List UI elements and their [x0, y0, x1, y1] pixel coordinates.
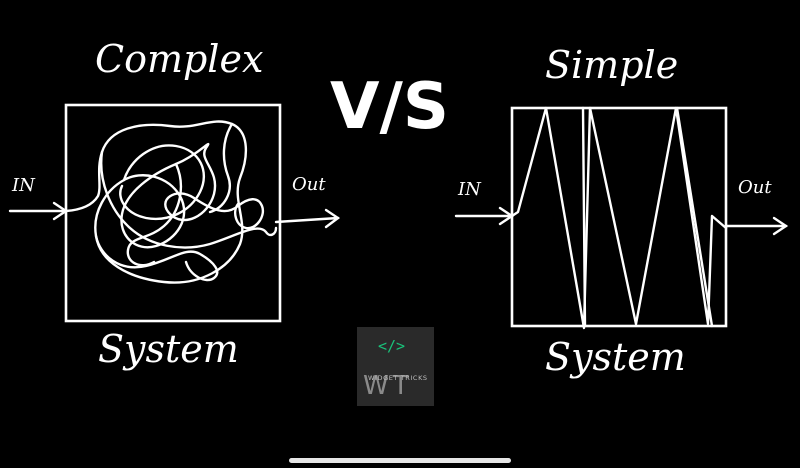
home-indicator-bar — [289, 458, 511, 463]
complex-out-label: Out — [292, 174, 326, 195]
complex-system-box — [64, 103, 282, 323]
complex-in-label: IN — [11, 175, 36, 196]
simple-system-group: Simple IN Out System — [454, 43, 789, 379]
complex-system-label: System — [98, 327, 239, 371]
widget-tricks-logo: </> WT WIDGET TRICKS — [357, 327, 434, 406]
simple-in-label: IN — [457, 179, 482, 200]
complex-title: Complex — [95, 37, 263, 81]
simple-system-label: System — [545, 335, 686, 379]
logo-monogram: WT — [363, 371, 413, 401]
complex-system-group: Complex IN Out System — [8, 37, 341, 371]
simple-out-arrow — [724, 216, 789, 236]
logo-brand: WIDGET TRICKS — [368, 374, 428, 382]
logo-code-icon: </> — [378, 337, 405, 355]
vs-label: V/S — [330, 70, 449, 144]
logo-background — [357, 327, 434, 406]
simple-out-label: Out — [738, 177, 772, 198]
simple-in-arrow — [454, 206, 515, 226]
complex-tangle — [64, 120, 278, 284]
simple-title: Simple — [545, 43, 678, 87]
complex-in-arrow — [8, 201, 69, 221]
complex-out-arrow — [274, 208, 341, 229]
simple-zigzag — [510, 106, 728, 330]
